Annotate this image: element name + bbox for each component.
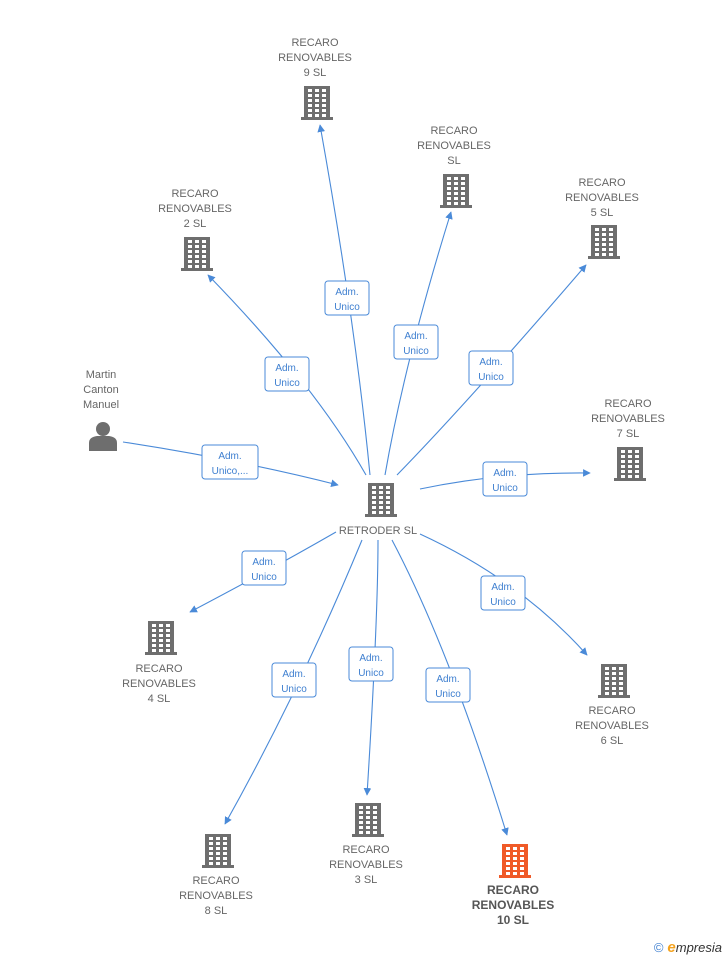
edge-c3	[363, 539, 379, 796]
svg-text:Adm.: Adm.	[282, 669, 305, 680]
center-node[interactable]: RETRODER SL	[339, 483, 417, 537]
building-icon	[352, 803, 384, 837]
svg-text:Adm.: Adm.	[218, 451, 241, 462]
building-icon	[365, 483, 397, 517]
svg-text:Unico: Unico	[403, 346, 429, 357]
center-node-label: RETRODER SL	[339, 525, 417, 537]
svg-text:Adm.: Adm.	[275, 363, 298, 374]
svg-text:Adm.: Adm.	[404, 331, 427, 342]
building-icon	[440, 174, 472, 208]
svg-text:Unico: Unico	[358, 668, 384, 679]
svg-text:Adm.: Adm.	[493, 468, 516, 479]
edge-label-c9[interactable]: Adm. Unico	[324, 280, 370, 316]
svg-text:Unico,...: Unico,...	[212, 466, 249, 477]
building-icon	[202, 834, 234, 868]
copyright-icon: ©	[653, 940, 664, 955]
svg-text:Unico: Unico	[435, 689, 461, 700]
svg-text:Adm.: Adm.	[491, 582, 514, 593]
person-icon	[89, 422, 117, 451]
building-icon	[614, 447, 646, 481]
building-icon	[588, 225, 620, 259]
svg-text:Adm.: Adm.	[252, 557, 275, 568]
edge-label-c2[interactable]: Adm. Unico	[264, 356, 310, 392]
building-icon	[145, 621, 177, 655]
edge-label-c7[interactable]: Adm. Unico	[482, 461, 528, 497]
svg-text:Adm.: Adm.	[359, 653, 382, 664]
edge-label-c1[interactable]: Adm. Unico	[393, 324, 439, 360]
svg-text:Adm.: Adm.	[436, 674, 459, 685]
svg-text:Unico: Unico	[281, 684, 307, 695]
svg-text:Adm.: Adm.	[335, 287, 358, 298]
edge-label-person[interactable]: Adm. Unico,...	[201, 444, 259, 480]
edge-label-c5[interactable]: Adm. Unico	[468, 350, 514, 386]
svg-text:Unico: Unico	[492, 483, 518, 494]
edge-label-c8[interactable]: Adm. Unico	[271, 662, 317, 698]
building-icon	[301, 86, 333, 120]
edge-label-c6[interactable]: Adm. Unico	[480, 575, 526, 611]
svg-text:Unico: Unico	[490, 597, 516, 608]
svg-text:Unico: Unico	[274, 378, 300, 389]
edge-label-c4[interactable]: Adm. Unico	[241, 550, 287, 586]
edge-label-c10[interactable]: Adm. Unico	[425, 667, 471, 703]
svg-text:Unico: Unico	[334, 302, 360, 313]
svg-text:Adm.: Adm.	[479, 357, 502, 368]
svg-text:Unico: Unico	[478, 372, 504, 383]
footer-brand: © empresia	[654, 939, 722, 956]
svg-text:Unico: Unico	[251, 572, 277, 583]
building-icon	[499, 844, 531, 878]
building-icon	[181, 237, 213, 271]
brand-logo[interactable]: empresia	[667, 939, 722, 956]
building-icon	[598, 664, 630, 698]
edge-label-c3[interactable]: Adm. Unico	[348, 646, 394, 682]
